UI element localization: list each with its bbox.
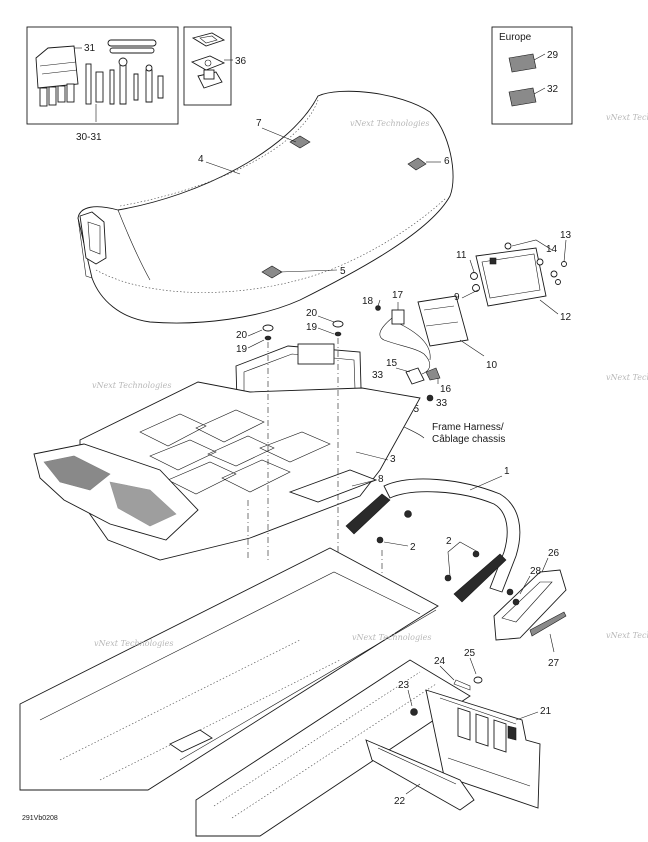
callout-2-b: 2 [446,536,452,547]
harness-label-fr: Câblage chassis [432,434,505,445]
diagram-code: 291Vb0208 [22,815,58,822]
callout-2-a: 2 [410,542,416,553]
callout-13: 13 [560,230,572,241]
watermark-3: vNext Technologies [94,639,173,648]
harness-label-en: Frame Harness/ [432,422,504,433]
tool-kit-box: 31 30-31 [26,26,179,143]
callout-33-b: 33 [436,398,448,409]
callout-19-a: 19 [236,344,248,355]
callout-12: 12 [560,312,572,323]
callout-31: 31 [84,43,96,54]
watermark-6: vNext Technologies [606,373,648,382]
europe-title: Europe [499,32,532,43]
europe-box: Europe 29 32 [491,26,573,125]
callout-9: 9 [454,292,460,303]
rear-frame: 3 8 [33,343,421,561]
kit-callout-range: 30-31 [76,132,102,143]
callout-29: 29 [547,50,559,61]
callout-3: 3 [390,454,396,465]
callout-16: 16 [440,384,452,395]
grab-handle: 1 2 2 [345,466,521,603]
callout-8: 8 [378,474,384,485]
callout-15: 15 [386,358,398,369]
seat: 4 7 6 5 [77,90,454,324]
callout-7: 7 [256,118,262,129]
watermark-2: vNext Technologies [92,381,171,390]
callout-36: 36 [235,56,247,67]
callout-18: 18 [362,296,374,307]
callout-32: 32 [547,84,559,95]
callout-33-a: 33 [372,370,384,381]
callout-20-a: 20 [236,330,248,341]
snowflap: 21 22 23 24 25 [365,648,552,811]
callout-1: 1 [504,466,510,477]
watermark-7: vNext Technologies [606,631,648,640]
alignment-lines [247,338,383,600]
callout-27: 27 [548,658,560,669]
callout-25: 25 [464,648,476,659]
callout-24: 24 [434,656,446,667]
callout-6: 6 [444,156,450,167]
callout-4: 4 [198,154,204,165]
gasket-box: 36 [183,26,247,106]
callout-10: 10 [486,360,498,371]
callout-14: 14 [546,244,558,255]
tunnel [19,547,471,837]
callout-20-b: 20 [306,308,318,319]
watermark-4: vNext Technologies [352,633,431,642]
callout-19-b: 19 [306,322,318,333]
callout-21: 21 [540,706,552,717]
callout-22: 22 [394,796,406,807]
watermark-5: vNext Technologies [606,113,648,122]
bumper-cap: 26 28 27 [493,548,567,669]
callout-23: 23 [398,680,410,691]
callout-17: 17 [392,290,404,301]
callout-5: 5 [340,266,346,277]
callout-26: 26 [548,548,560,559]
taillight-assembly: 11 9 12 14 13 10 [417,230,572,371]
watermark-1: vNext Technologies [350,119,429,128]
callout-11: 11 [456,250,467,261]
callout-28: 28 [530,566,542,577]
watermarks: vNext Technologies vNext Technologies vN… [92,113,648,648]
grommets: 20 19 20 19 [236,308,344,355]
